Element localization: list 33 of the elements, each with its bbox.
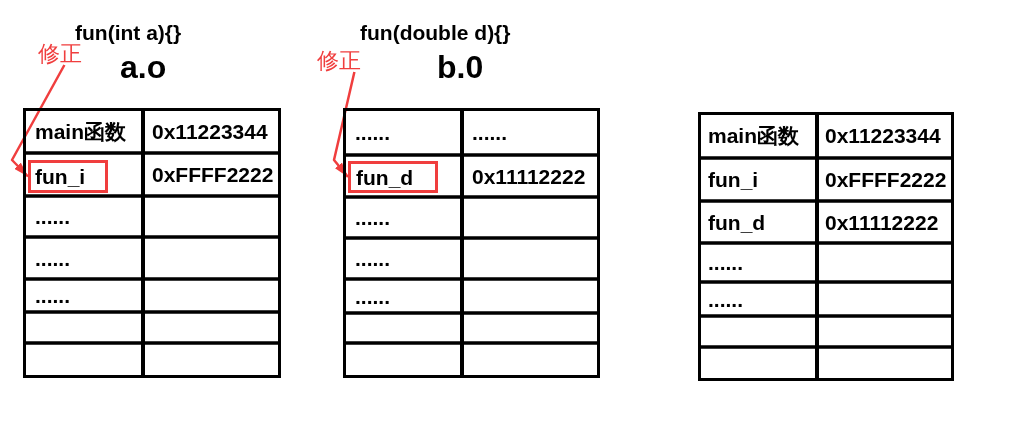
ellipsis: ......	[355, 207, 390, 228]
function-signature: fun(double d){}	[360, 22, 511, 43]
symbol-name: main函数	[35, 120, 126, 142]
ellipsis: ......	[35, 206, 70, 227]
address-value: 0x11112222	[825, 211, 939, 233]
symbol-name: fun_d	[356, 166, 414, 188]
ellipsis: ......	[708, 288, 743, 310]
symbol-name: fun_i	[35, 166, 86, 187]
address-value: 0x11223344	[152, 120, 268, 142]
symbol-table	[698, 112, 954, 381]
ellipsis: ......	[355, 248, 390, 269]
ellipsis: ......	[35, 285, 70, 306]
address-value: 0xFFFF2222	[152, 164, 274, 185]
highlight-frame	[348, 161, 438, 193]
ellipsis: ......	[355, 285, 390, 307]
highlight-frame	[28, 160, 108, 193]
address-value: 0xFFFF2222	[825, 169, 947, 190]
symbol-name: fun_i	[708, 169, 759, 190]
ellipsis: ......	[35, 247, 70, 269]
address-value: 0x11223344	[825, 125, 941, 146]
ellipsis: ......	[708, 252, 743, 273]
file-name: a.o	[120, 51, 167, 83]
function-signature: fun(int a){}	[75, 22, 182, 43]
file-name: b.0	[437, 51, 484, 83]
ellipsis: ......	[472, 121, 507, 143]
ellipsis: ......	[355, 121, 390, 143]
symbol-name: main函数	[708, 125, 799, 146]
address-value: 0x11112222	[472, 165, 586, 187]
arrow	[332, 71, 356, 178]
annotation-text: 修正	[38, 43, 82, 65]
arrow	[10, 64, 66, 178]
symbol-name: fun_d	[708, 211, 766, 233]
annotation-text: 修正	[317, 50, 361, 72]
